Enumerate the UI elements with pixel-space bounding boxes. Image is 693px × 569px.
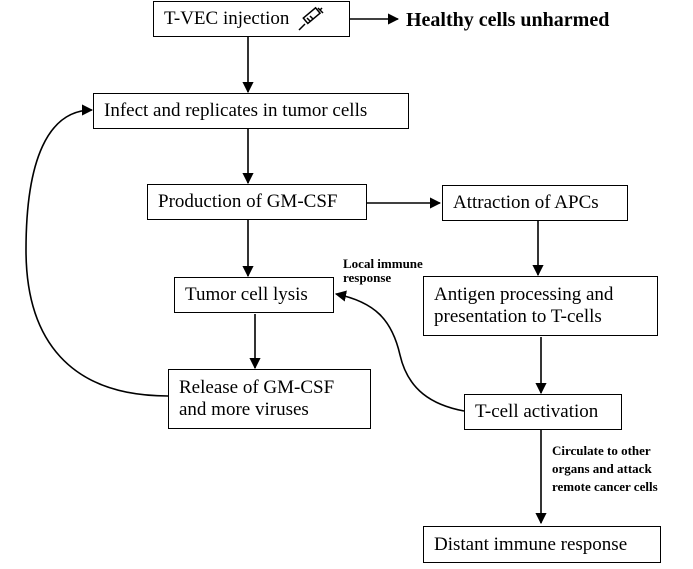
local-immune-annotation: Local immune response (343, 257, 423, 285)
node-distant-label: Distant immune response (434, 533, 628, 555)
node-gmcsf-label: Production of GM-CSF (158, 191, 338, 212)
node-infect-label: Infect and replicates in tumor cells (104, 100, 368, 121)
local-line2: response (343, 270, 392, 285)
node-tvec-label: T-VEC injection (164, 8, 290, 29)
circ-line1: Circulate to other (552, 443, 651, 458)
circ-line3: remote cancer cells (552, 479, 658, 494)
node-apcs-label: Attraction of APCs (453, 192, 599, 213)
node-infect: Infect and replicates in tumor cells (93, 93, 409, 129)
node-lysis-label: Tumor cell lysis (185, 284, 308, 305)
node-tumor-lysis: Tumor cell lysis (174, 277, 334, 313)
node-release-gm-csf: Release of GM-CSF and more viruses (168, 369, 371, 429)
node-tcell-label: T-cell activation (475, 401, 599, 422)
node-antigen-line2: presentation to T-cells (434, 306, 602, 327)
node-release-line2: and more viruses (179, 399, 309, 420)
healthy-cells-label: Healthy cells unharmed (406, 9, 610, 31)
circulate-annotation: Circulate to other organs and attack rem… (552, 442, 658, 496)
node-distant-immune: Distant immune response (423, 526, 661, 563)
node-gm-csf-production: Production of GM-CSF (147, 184, 367, 220)
node-antigen-line1: Antigen processing and (434, 284, 614, 305)
curve-release-to-infect (25, 104, 169, 397)
local-line1: Local immune (343, 256, 423, 271)
node-tvec-injection: T-VEC injection (153, 1, 350, 37)
curve-tcell-to-lysis (334, 290, 465, 412)
circ-line2: organs and attack (552, 461, 652, 476)
node-antigen-processing: Antigen processing and presentation to T… (423, 276, 658, 336)
node-release-line1: Release of GM-CSF (179, 377, 335, 398)
syringe-icon (295, 6, 325, 32)
node-tcell-activation: T-cell activation (464, 394, 622, 430)
node-attraction-apcs: Attraction of APCs (442, 185, 628, 221)
